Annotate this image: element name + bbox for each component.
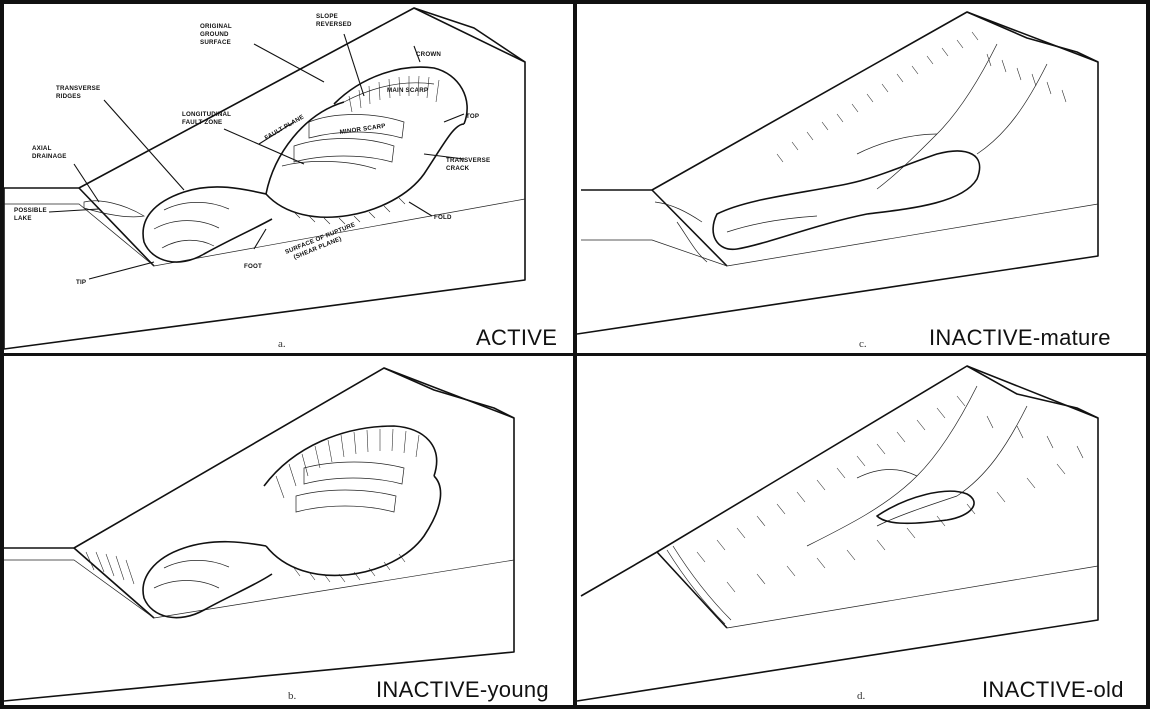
label-surface-of-rupture: SURFACE OF RUPTURE (SHEAR PLANE)	[284, 221, 361, 264]
active-landslide-block-diagram: ORIGINAL GROUND SURFACE SLOPE REVERSED C…	[4, 4, 573, 353]
label-top: TOP	[466, 113, 479, 120]
panel-active: ORIGINAL GROUND SURFACE SLOPE REVERSED C…	[4, 4, 573, 353]
panel-letter-a: a.	[278, 338, 286, 350]
label-tip: TIP	[76, 279, 86, 286]
inactive-mature-block-diagram	[577, 4, 1146, 353]
panel-inactive-young: b. INACTIVE-young	[4, 356, 573, 705]
label-transverse-ridges: TRANSVERSE RIDGES	[56, 85, 102, 100]
label-original-ground-surface: ORIGINAL GROUND SURFACE	[200, 23, 234, 46]
panel-letter-c: c.	[859, 338, 867, 350]
panel-inactive-mature: c. INACTIVE-mature	[577, 4, 1146, 353]
label-main-scarp: MAIN SCARP	[387, 87, 428, 94]
panel-letter-d: d.	[857, 690, 865, 702]
label-crown: CROWN	[416, 51, 441, 58]
label-fold: FOLD	[434, 214, 452, 221]
label-fault-plane: FAULT PLANE	[264, 113, 306, 141]
state-label-inactive-mature: INACTIVE-mature	[929, 325, 1111, 351]
label-slope-reversed: SLOPE REVERSED	[316, 13, 352, 28]
state-label-inactive-old: INACTIVE-old	[982, 677, 1124, 703]
state-label-inactive-young: INACTIVE-young	[376, 677, 549, 703]
state-label-active: ACTIVE	[476, 325, 557, 351]
panel-letter-b: b.	[288, 690, 296, 702]
panel-inactive-old: d. INACTIVE-old	[577, 356, 1146, 705]
inactive-young-block-diagram	[4, 356, 573, 705]
label-foot: FOOT	[244, 263, 262, 270]
label-longitudinal-fault-zone: LONGITUDINAL FAULT ZONE	[182, 111, 233, 126]
label-minor-scarp: MINOR SCARP	[339, 123, 386, 136]
inactive-old-block-diagram	[577, 356, 1146, 705]
label-transverse-crack: TRANSVERSE CRACK	[446, 157, 492, 172]
label-axial-drainage: AXIAL DRAINAGE	[32, 145, 67, 160]
label-possible-lake: POSSIBLE LAKE	[14, 207, 49, 222]
